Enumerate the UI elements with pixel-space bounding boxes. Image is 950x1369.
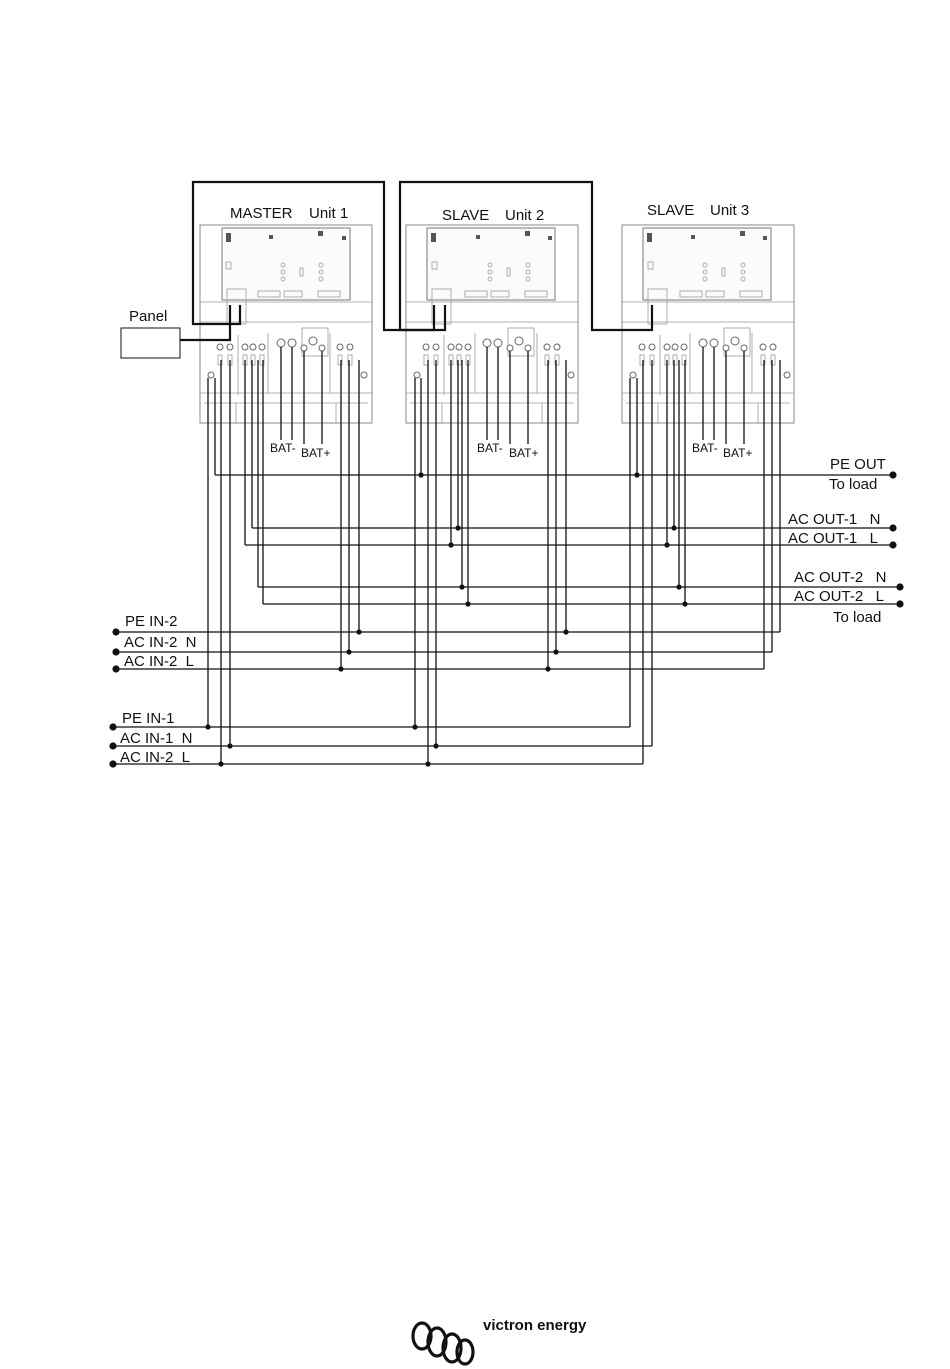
unit-2-name: Unit 2 (505, 207, 544, 224)
ac-out2-n-label: AC OUT-2 N (794, 569, 887, 586)
unit-1-bat-neg-label: BAT- (270, 441, 296, 455)
pe-out-label: PE OUT (830, 456, 886, 473)
unit-3-bat-pos-label: BAT+ (723, 446, 752, 460)
ac-in2-l-label: AC IN-2 L (124, 653, 194, 670)
junction-dots (205, 472, 687, 766)
unit-3 (622, 225, 794, 423)
panel-label: Panel (129, 308, 167, 325)
to-load-label-1: To load (829, 476, 877, 493)
ac-out1-l-label: AC OUT-1 L (788, 530, 878, 547)
victron-logo: victron energy (413, 1317, 587, 1364)
pe-in1-label: PE IN-1 (122, 710, 175, 727)
unit-1-bat-pos-label: BAT+ (301, 446, 330, 460)
unit-1-name: Unit 1 (309, 205, 348, 222)
pe-in2-label: PE IN-2 (125, 613, 178, 630)
unit-3-bat-neg-label: BAT- (692, 441, 718, 455)
unit-2-bat-pos-label: BAT+ (509, 446, 538, 460)
unit-2-bat-neg-label: BAT- (477, 441, 503, 455)
panel-box (121, 328, 180, 358)
ac-in2-n-label: AC IN-2 N (124, 634, 197, 651)
ac-in1-l-label: AC IN-2 L (120, 749, 190, 766)
to-load-label-2: To load (833, 609, 881, 626)
brand-name: victron energy (483, 1317, 587, 1334)
terminal-endpoints (109, 471, 903, 767)
ac-out2-l-label: AC OUT-2 L (794, 588, 884, 605)
unit-3-role: SLAVE (647, 202, 694, 219)
unit-2-role: SLAVE (442, 207, 489, 224)
unit-1-role: MASTER (230, 205, 293, 222)
ac-in1-n-label: AC IN-1 N (120, 730, 193, 747)
victron-logo-icon (413, 1323, 473, 1364)
ac-out1-n-label: AC OUT-1 N (788, 511, 881, 528)
unit-2 (406, 225, 578, 423)
unit-3-name: Unit 3 (710, 202, 749, 219)
